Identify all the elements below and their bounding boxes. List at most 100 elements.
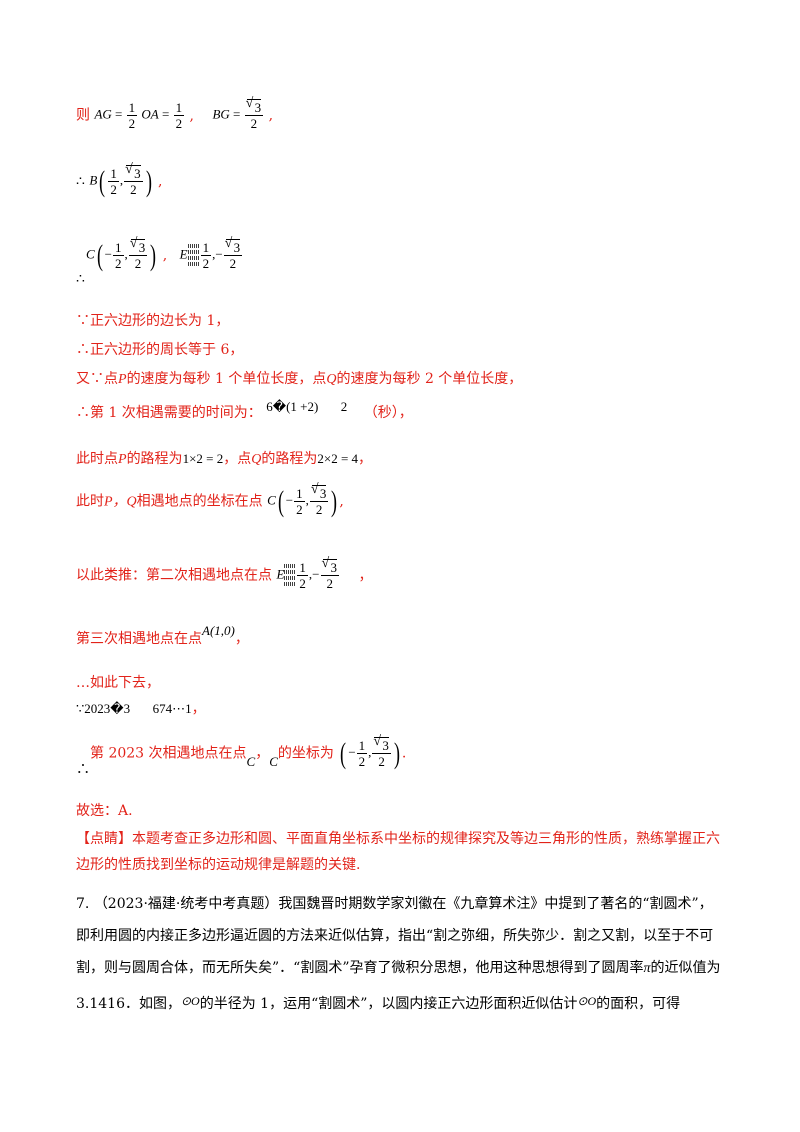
line-first-meet-time: ∴第 1 次相遇需要的时间为： 6�(1 +2) 2 （秒），: [76, 399, 413, 422]
frac-sqrt3-2: 32: [244, 99, 264, 131]
num: 1: [200, 240, 212, 256]
line-division: ∵2023�3 674⋯1，: [76, 700, 206, 718]
line-distances: 此时点P的路程为1×2 = 2，点Q的路程为2×2 = 4，: [76, 450, 372, 469]
var-q: Q: [251, 452, 262, 467]
text: 第三次相遇地点在点: [76, 631, 202, 647]
num: 1: [356, 738, 368, 754]
problem-text: 的近似值为 3.1416．如图，: [76, 960, 721, 1012]
comma: ,: [119, 172, 124, 188]
problem-7: 7. （2023·福建·统考中考真题）我国魏晋时期数学家刘徽在《九章算术注》中提…: [76, 888, 726, 1020]
line-point-b: ∴ B(12,32) ,: [76, 165, 162, 197]
problem-text: 我国魏晋时期数学家刘徽在《九章算术注》中提到了著名的“割圆术”，即利用圆的内接正…: [76, 896, 714, 976]
math-bg: BG = 32: [212, 99, 264, 131]
comment-paragraph: 【点睛】本题考查正多边形和圆、平面直角坐标系中坐标的规律探究及等边三角形的性质，…: [76, 826, 726, 878]
sqrt-3: 3: [225, 239, 241, 255]
minus: −: [348, 744, 356, 760]
var-p: P: [118, 452, 127, 467]
text: 的速度为每秒 2 个单位长度，: [336, 371, 523, 387]
den: 2: [315, 502, 323, 517]
minus: −: [285, 492, 294, 508]
text: ，点: [223, 451, 252, 467]
eq-sign: =: [115, 106, 123, 122]
var-c: C: [86, 246, 95, 262]
line-perimeter: ∴正六边形的周长等于 6，: [76, 342, 244, 358]
minus: −: [215, 246, 223, 262]
line-side-length: ∵正六边形的边长为 1，: [76, 313, 230, 329]
text: 又∵点: [76, 371, 118, 387]
den: 2: [115, 256, 122, 271]
den: 2: [128, 116, 136, 131]
num: 1: [294, 486, 305, 502]
problem-number: 7.: [76, 896, 90, 912]
num: 1: [126, 100, 138, 116]
math-point-e: E12,−32: [276, 559, 340, 591]
broken-glyph-icon: [284, 563, 297, 588]
num: 3: [128, 239, 148, 256]
var-ag: AG: [94, 106, 112, 122]
text: ，: [191, 701, 206, 717]
line-and-so-on: …如此下去，: [76, 675, 160, 691]
den: 2: [358, 754, 366, 769]
den: 2: [175, 116, 183, 131]
den: 2: [134, 256, 142, 271]
sqrt-3: 3: [130, 239, 146, 255]
text: 此时: [76, 493, 104, 510]
therefore-symbol: ∴: [76, 173, 85, 190]
problem-text: 的半径为 1，运用“割圆术”，以圆内接正六边形面积近似估计: [199, 996, 578, 1012]
var-q: Q: [326, 372, 337, 387]
sqrt-3: 3: [311, 485, 327, 501]
circle-o-symbol: ⊙O: [577, 994, 597, 1008]
text: 的速度为每秒 1 个单位长度，点: [126, 371, 327, 387]
math-time: 6�(1 +2): [266, 399, 319, 414]
line-third-meet: 第三次相遇地点在点A(1,0)，: [76, 623, 249, 648]
sqrt-3: 3: [126, 165, 141, 181]
num: 3: [244, 99, 264, 116]
math-point-b: B(12,32): [89, 165, 153, 197]
line-speeds: 又∵点P的速度为每秒 1 个单位长度，点Q的速度为每秒 2 个单位长度，: [76, 370, 522, 389]
num: 1: [108, 166, 119, 182]
sqrt-3: 3: [322, 559, 337, 575]
comma: ,: [368, 744, 372, 760]
text: 此时点: [76, 451, 118, 467]
text: ，: [255, 745, 270, 762]
math-point-a: A(1,0): [202, 623, 235, 638]
minus: −: [312, 566, 320, 582]
circle-o-symbol: ⊙O: [181, 994, 200, 1008]
text: 第 2023 次相遇地点在点: [90, 745, 247, 762]
num: 1: [297, 560, 308, 576]
line-answer: 故选：A.: [76, 803, 133, 819]
comma: ,: [305, 492, 309, 508]
text: 的路程为: [126, 451, 183, 467]
pi-symbol: π: [643, 961, 651, 976]
comma: ,: [124, 246, 128, 262]
var-e: E: [276, 566, 285, 582]
frac-sqrt3-2: 32: [320, 559, 339, 591]
text: 相遇地点的坐标在点: [136, 493, 263, 510]
text: 以此类推：第二次相遇地点在点: [76, 567, 272, 584]
problem-text: 的面积，可得: [596, 996, 681, 1012]
num: 3: [320, 559, 339, 576]
math-time-result: 2: [340, 399, 348, 414]
comment-text: 本题考查正多边形和圆、平面直角坐标系中坐标的规律探究及等边三角形的性质，熟练掌握…: [76, 831, 720, 873]
num: 3: [309, 485, 329, 502]
math-p-distance: 1×2 = 2: [182, 451, 224, 466]
num: 1: [173, 100, 185, 116]
den: 2: [296, 502, 303, 517]
text: ，: [358, 567, 373, 584]
problem-source: （2023·福建·统考中考真题）: [93, 896, 279, 912]
num: 3: [223, 239, 243, 256]
text-ze: 则: [76, 107, 90, 124]
var-pq: P，Q: [104, 494, 137, 510]
math-point-c: C(−12,32): [86, 239, 158, 271]
frac-sqrt3-2: 32: [372, 737, 391, 769]
line-meet-point-c: 此时P，Q相遇地点的坐标在点 C(−12,32) ,: [76, 485, 344, 517]
text: ∴第 1 次相遇需要的时间为：: [76, 405, 262, 421]
line-points-c-e: C(−12,32) , E12,−32: [76, 239, 243, 271]
